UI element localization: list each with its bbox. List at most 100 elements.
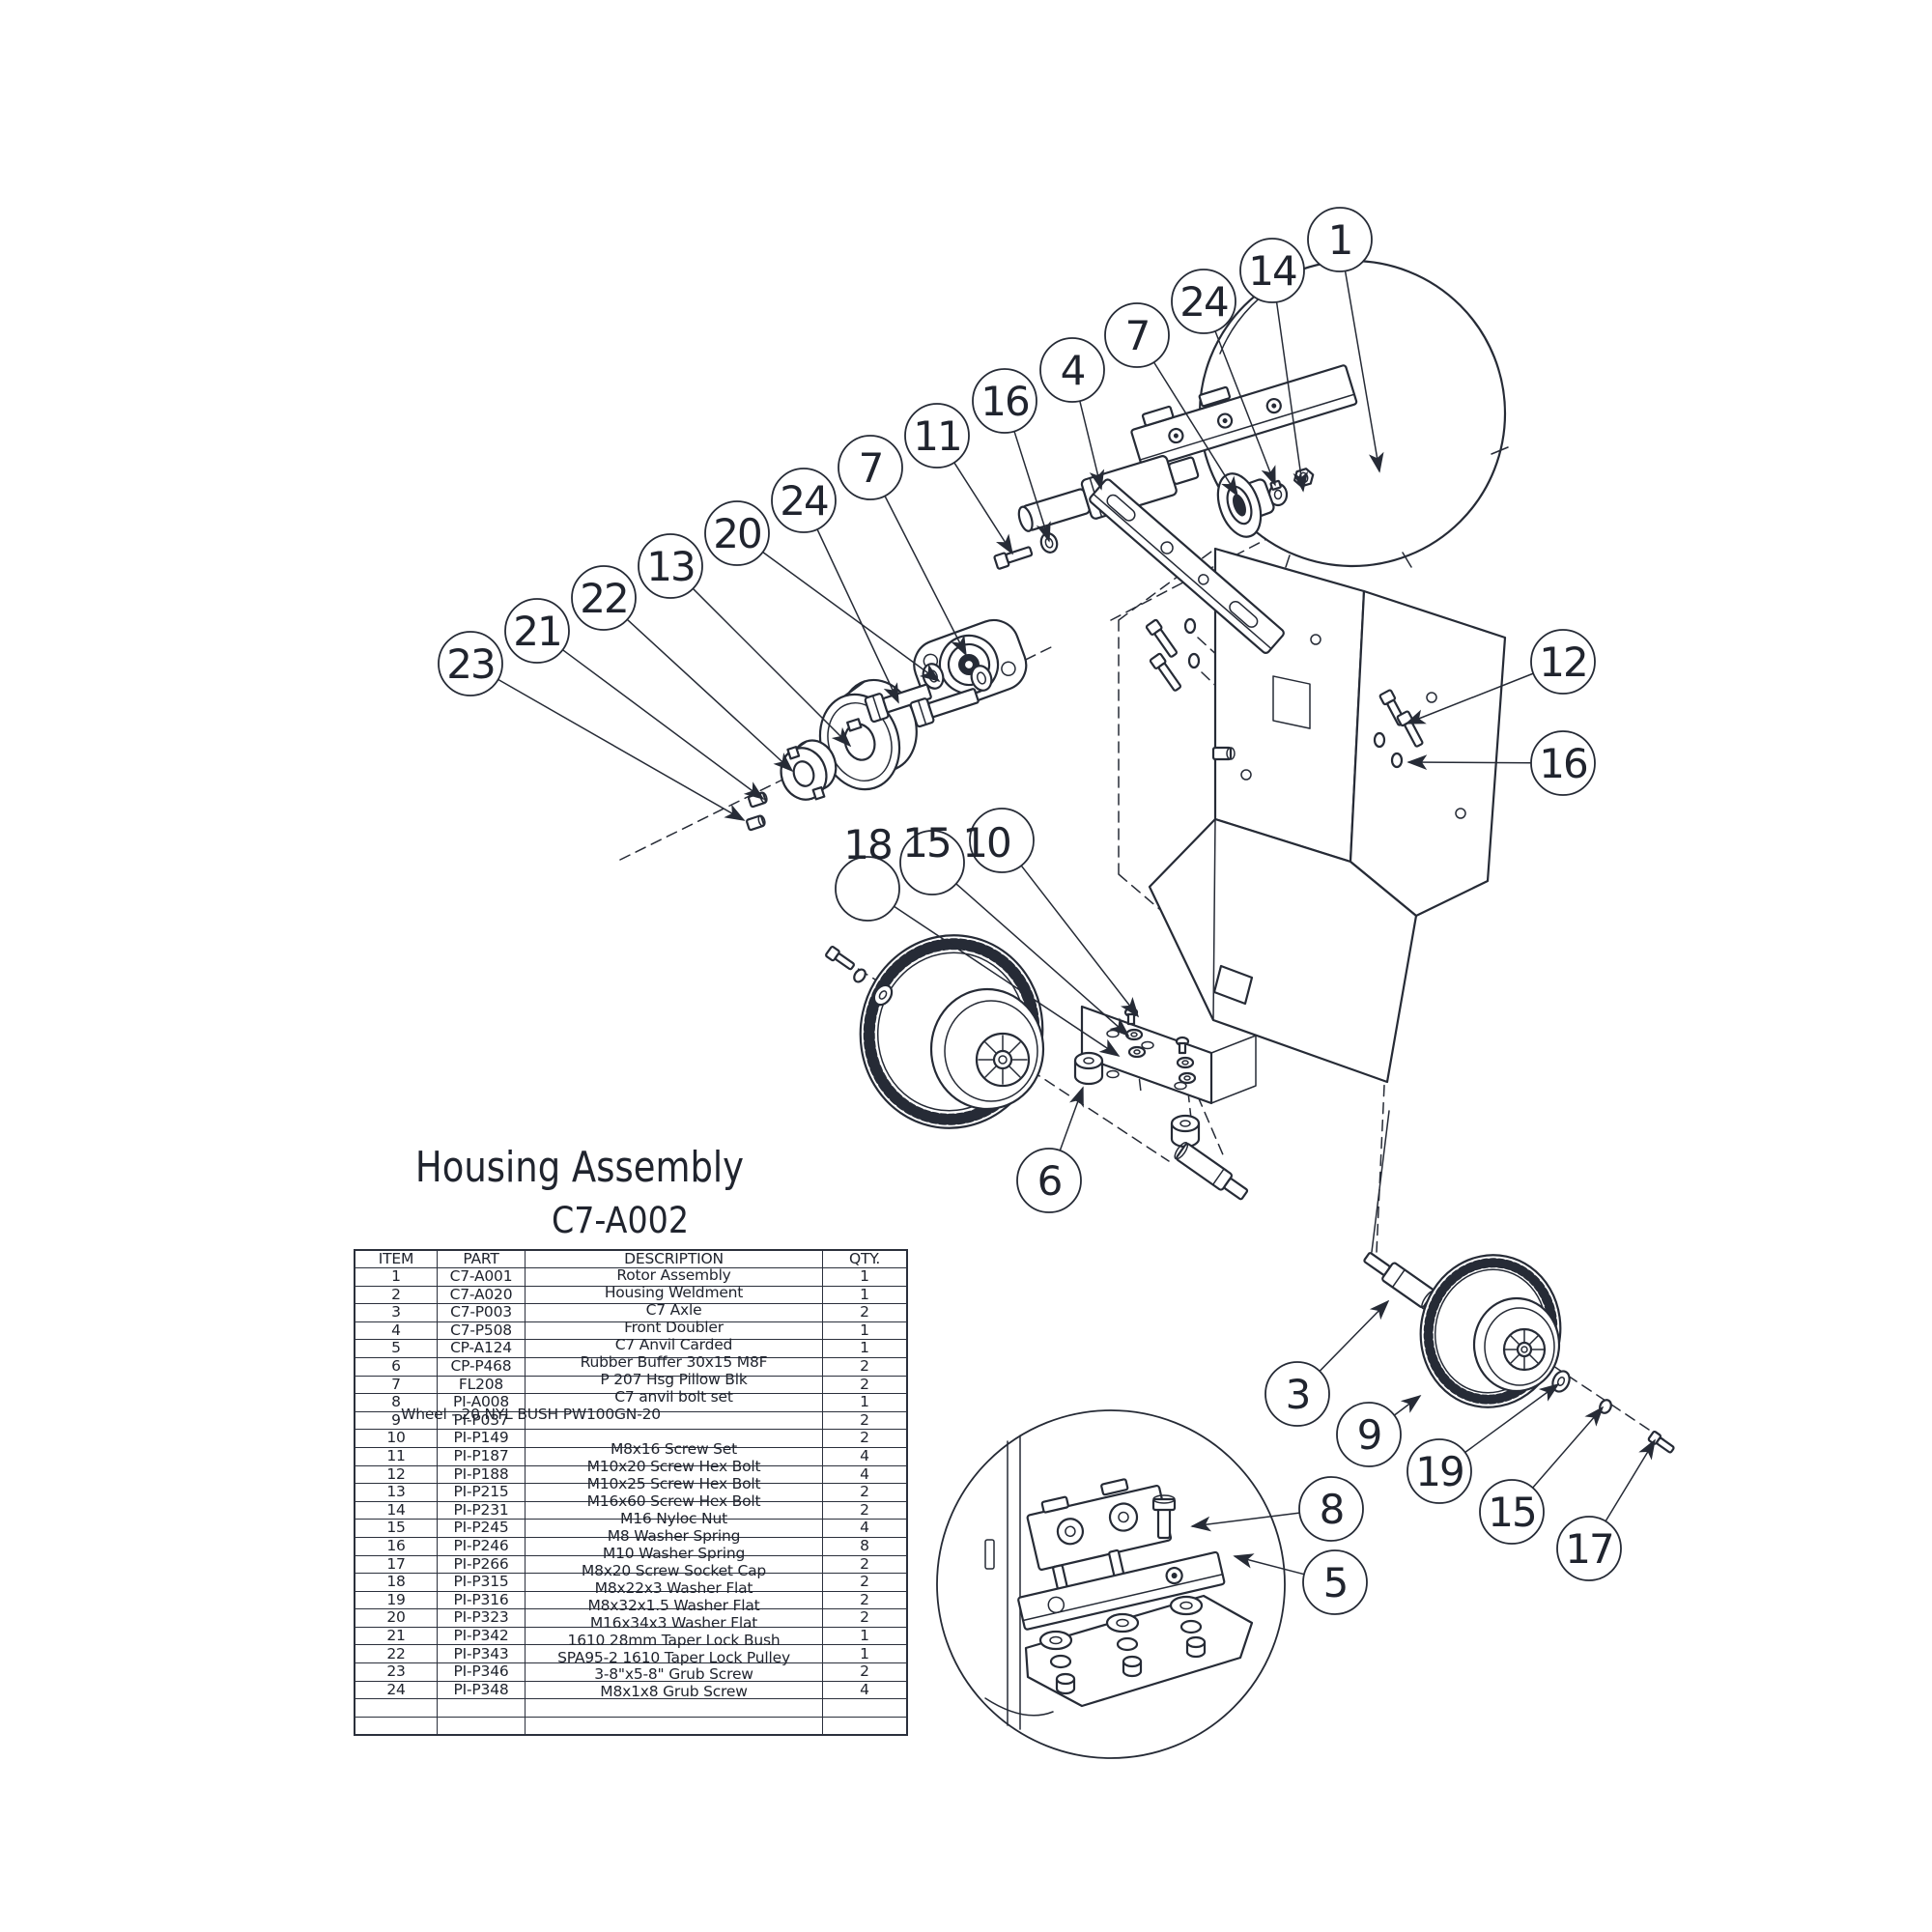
balloon-circle bbox=[899, 830, 965, 895]
cell-qty: 2 bbox=[822, 1590, 908, 1610]
set-screw bbox=[993, 546, 1034, 570]
balloon-number: 7 bbox=[859, 444, 883, 492]
balloon-circle bbox=[704, 500, 770, 566]
cell-item: 15 bbox=[354, 1519, 438, 1538]
cell-part: PI-P187 bbox=[437, 1446, 526, 1466]
anvil-bolt-stack bbox=[1105, 1612, 1143, 1678]
cell-desc: M8 Washer Spring bbox=[525, 1528, 823, 1556]
drawing-part-number: C7-A002 bbox=[551, 1200, 690, 1241]
balloon-number: 8 bbox=[1320, 1486, 1344, 1533]
balloon-circle bbox=[1406, 1438, 1472, 1504]
cell-desc: Housing Weldment bbox=[525, 1286, 823, 1305]
cell-item: 7 bbox=[354, 1375, 438, 1395]
leader-line-7 bbox=[1152, 361, 1238, 497]
cell-qty: 4 bbox=[822, 1464, 908, 1485]
balloon-circle bbox=[1530, 629, 1596, 695]
cell-item: 20 bbox=[354, 1608, 438, 1628]
cell-qty: 1 bbox=[822, 1644, 908, 1664]
balloon-17: 17 bbox=[1556, 1516, 1622, 1581]
balloon-number: 12 bbox=[1539, 639, 1586, 686]
balloon-circle bbox=[1530, 730, 1596, 796]
cell-part: PI-P037 bbox=[437, 1410, 526, 1431]
leader-line-20 bbox=[762, 551, 941, 683]
balloon-18: 18 bbox=[835, 821, 900, 922]
balloon-circle bbox=[1104, 302, 1170, 368]
balloon-circle bbox=[904, 403, 970, 469]
cell-qty: 2 bbox=[822, 1375, 908, 1395]
leader-line-24 bbox=[816, 528, 899, 704]
cell-item: 23 bbox=[354, 1662, 438, 1682]
leader-line-1 bbox=[1344, 270, 1384, 473]
cell-qty: 1 bbox=[822, 1267, 908, 1287]
leader-line-9 bbox=[1393, 1394, 1422, 1416]
leader-line-15 bbox=[955, 883, 1130, 1037]
column-header-description: DESCRIPTION bbox=[525, 1249, 823, 1268]
balloon-number: 22 bbox=[580, 575, 627, 622]
leader-line-19 bbox=[1464, 1382, 1560, 1454]
balloon-number: 17 bbox=[1565, 1525, 1612, 1573]
cell-item: 11 bbox=[354, 1446, 438, 1466]
spring-washer bbox=[1039, 532, 1059, 554]
balloon-3: 3 bbox=[1264, 1361, 1330, 1427]
balloon-1: 1 bbox=[1307, 207, 1373, 272]
balloon-circle bbox=[1239, 238, 1305, 303]
spring-washer bbox=[1599, 1399, 1612, 1414]
anvil-cap-screw bbox=[1151, 1494, 1177, 1540]
cell-desc: M8x1x8 Grub Screw bbox=[525, 1685, 823, 1718]
cell-part: CP-A124 bbox=[437, 1339, 526, 1358]
anvil-bolt-stack bbox=[1038, 1630, 1076, 1695]
balloon-9: 9 bbox=[1336, 1402, 1402, 1467]
balloon-number: 16 bbox=[1539, 740, 1587, 787]
cell-part: C7-P508 bbox=[437, 1321, 526, 1341]
cell-qty: 2 bbox=[822, 1356, 908, 1377]
cell-part: PI-P149 bbox=[437, 1429, 526, 1448]
cell-qty: 2 bbox=[822, 1303, 908, 1322]
balloon-circle bbox=[771, 468, 837, 533]
balloon-circle bbox=[1556, 1516, 1622, 1581]
cell-item: 18 bbox=[354, 1573, 438, 1592]
socket-screw bbox=[825, 946, 855, 971]
flat-washer bbox=[872, 983, 894, 1007]
leader-line-11 bbox=[953, 462, 1013, 555]
cell-part: C7-A001 bbox=[437, 1267, 526, 1287]
balloon-19: 19 bbox=[1406, 1438, 1472, 1504]
balloon-22: 22 bbox=[571, 565, 637, 631]
balloon-number: 24 bbox=[780, 477, 828, 525]
axle-left bbox=[1174, 1141, 1249, 1201]
cell-part: PI-P315 bbox=[437, 1573, 526, 1592]
balloon-number: 7 bbox=[1125, 312, 1150, 359]
balloon-10: 10 bbox=[962, 808, 1035, 873]
cell-qty: 1 bbox=[822, 1285, 908, 1305]
cell-part: PI-P245 bbox=[437, 1519, 526, 1538]
wheel-right bbox=[1419, 1254, 1562, 1408]
balloon-number: 18 bbox=[843, 821, 891, 868]
cell-part bbox=[437, 1698, 526, 1718]
table-row: M8x1x8 Grub Screw bbox=[354, 1685, 908, 1718]
flat-washer bbox=[1551, 1370, 1571, 1393]
cell-qty: 4 bbox=[822, 1519, 908, 1538]
balloon-number: 15 bbox=[1488, 1489, 1535, 1536]
leader-line-15 bbox=[1532, 1406, 1605, 1489]
spring-washer bbox=[853, 968, 867, 983]
cell-desc bbox=[525, 1716, 823, 1736]
cell-part: PI-P348 bbox=[437, 1680, 526, 1700]
balloon-14: 14 bbox=[1239, 238, 1305, 303]
cell-qty: 1 bbox=[822, 1393, 908, 1412]
balloon-number: 16 bbox=[980, 378, 1029, 425]
cell-item: 22 bbox=[354, 1644, 438, 1664]
balloon-4: 4 bbox=[1039, 337, 1105, 403]
cell-part: PI-P188 bbox=[437, 1464, 526, 1485]
balloon-circle bbox=[838, 435, 903, 500]
cell-part: PI-P343 bbox=[437, 1644, 526, 1664]
balloon-circle bbox=[835, 856, 900, 922]
balloon-circle bbox=[1264, 1361, 1330, 1427]
flat-washer bbox=[970, 665, 993, 692]
